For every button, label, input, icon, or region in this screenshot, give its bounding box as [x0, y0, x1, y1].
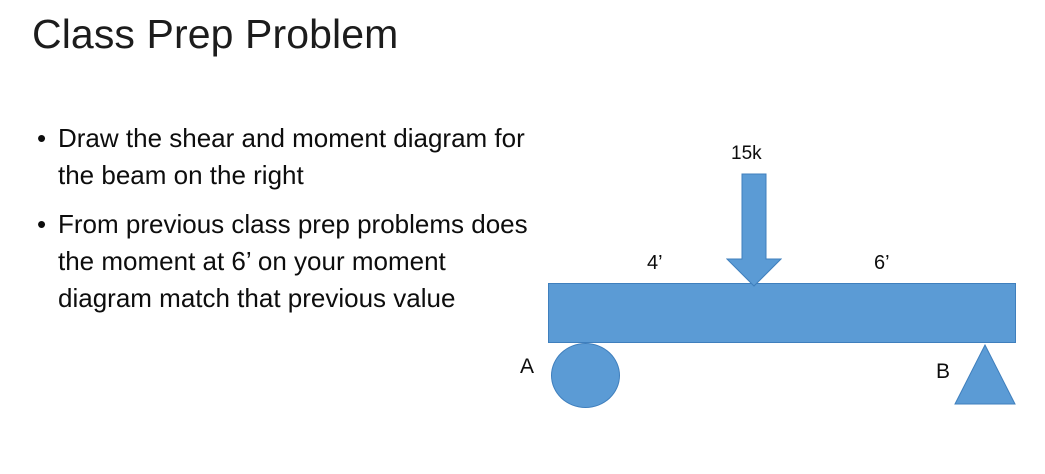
- list-item: • From previous class prep problems does…: [34, 206, 534, 317]
- bullet-marker-icon: •: [37, 123, 47, 153]
- list-item-text: Draw the shear and moment diagram for th…: [58, 123, 525, 190]
- dimension-label-left: 4’: [647, 252, 663, 274]
- support-b-label: B: [936, 360, 951, 383]
- roller-support-icon: [551, 343, 620, 408]
- point-load-arrow-icon: [726, 173, 782, 287]
- list-item: • Draw the shear and moment diagram for …: [34, 120, 534, 194]
- pin-support-icon: [954, 344, 1016, 405]
- dimension-label-right: 6’: [874, 252, 890, 274]
- beam-shape: [548, 283, 1016, 343]
- support-a-label: A: [520, 355, 535, 378]
- load-value-label: 15k: [731, 143, 762, 164]
- list-item-text: From previous class prep problems does t…: [58, 208, 528, 313]
- page-title: Class Prep Problem: [32, 11, 399, 57]
- bullet-marker-icon: •: [37, 208, 47, 239]
- bullet-list: • Draw the shear and moment diagram for …: [34, 120, 534, 329]
